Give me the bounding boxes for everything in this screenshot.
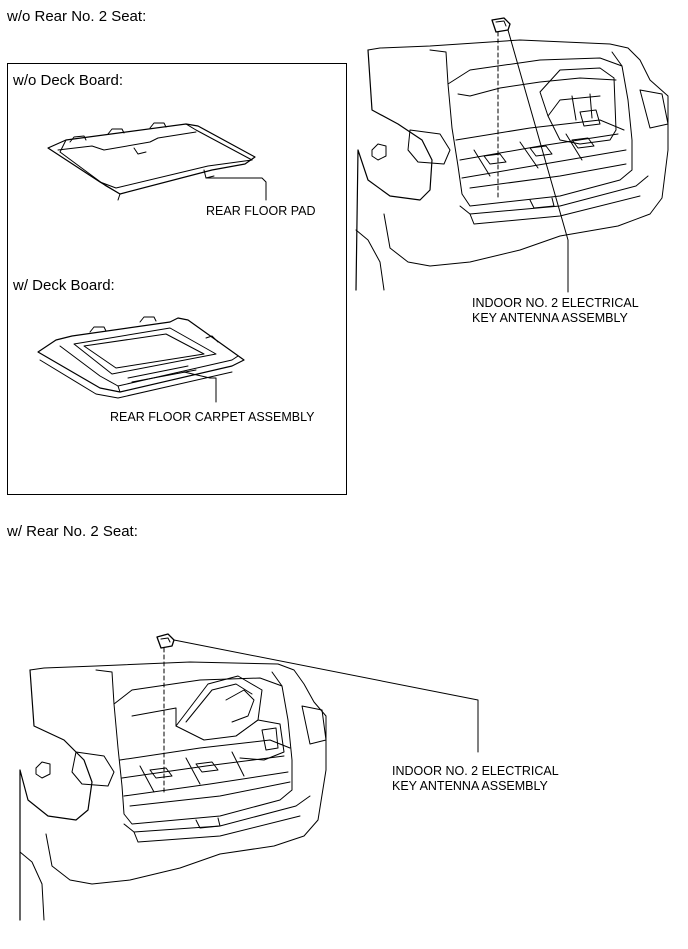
rear-floor-carpet-drawing [37, 316, 245, 403]
label-antenna-top-line2: KEY ANTENNA ASSEMBLY [472, 311, 628, 325]
label-antenna-top: INDOOR NO. 2 ELECTRICAL KEY ANTENNA ASSE… [472, 296, 639, 326]
label-antenna-top-line1: INDOOR NO. 2 ELECTRICAL [472, 296, 639, 310]
heading-without-rear-no2-seat: w/o Rear No. 2 Seat: [7, 8, 147, 25]
deck-board-variants-frame [7, 63, 347, 495]
heading-with-deck-board: w/ Deck Board: [13, 277, 115, 294]
heading-without-deck-board: w/o Deck Board: [13, 72, 124, 89]
label-antenna-bottom-line1: INDOOR NO. 2 ELECTRICAL [392, 764, 559, 778]
vehicle-rear-top-drawing [355, 17, 669, 293]
label-rear-floor-carpet-assembly: REAR FLOOR CARPET ASSEMBLY [110, 410, 315, 424]
vehicle-rear-bottom-drawing [19, 633, 479, 921]
rear-floor-pad-drawing [47, 122, 267, 201]
label-antenna-bottom: INDOOR NO. 2 ELECTRICAL KEY ANTENNA ASSE… [392, 764, 559, 794]
label-antenna-bottom-line2: KEY ANTENNA ASSEMBLY [392, 779, 548, 793]
label-rear-floor-pad: REAR FLOOR PAD [206, 204, 316, 218]
heading-with-rear-no2-seat: w/ Rear No. 2 Seat: [7, 523, 138, 540]
